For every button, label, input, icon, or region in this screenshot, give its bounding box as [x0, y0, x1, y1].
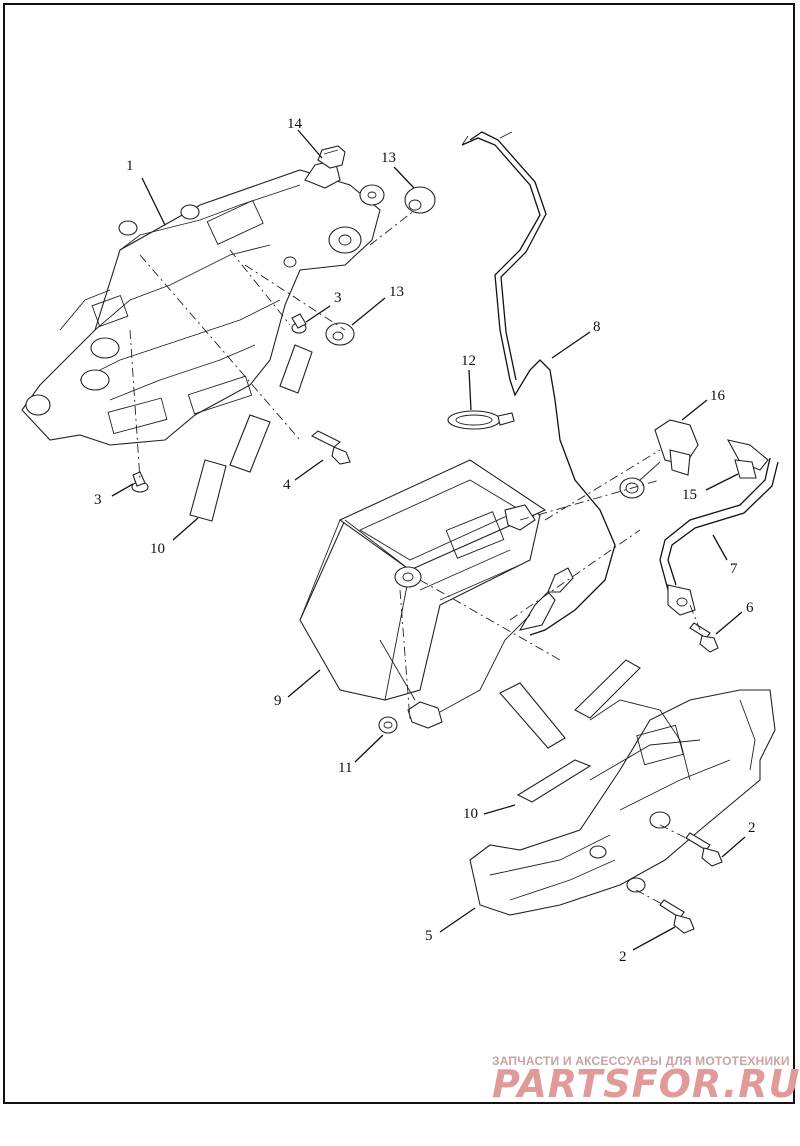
callout-6: 6 [746, 600, 754, 616]
callout-13-upper: 13 [381, 150, 396, 166]
battery [299, 459, 547, 701]
callout-labels: 1 14 13 3 13 3 10 4 12 8 16 15 7 6 9 11 … [94, 116, 756, 965]
pad-10-upper [189, 344, 313, 522]
bolt-4 [311, 430, 351, 465]
callout-9: 9 [274, 693, 282, 709]
callout-7: 7 [730, 561, 738, 577]
callout-12: 12 [461, 353, 476, 369]
bolt-2-upper [685, 832, 723, 867]
bolt-2-lower [659, 899, 695, 934]
callout-2-upper: 2 [748, 820, 756, 836]
lower-bracket [469, 689, 776, 916]
callout-14: 14 [287, 116, 303, 132]
screw-6 [689, 622, 719, 653]
nut-11 [378, 614, 531, 734]
watermark-logo: PARTSFOR.RU [492, 1062, 800, 1106]
clip-15 [734, 459, 757, 479]
watermark-caption: ЗАПЧАСТИ И АКСЕССУАРЫ ДЛЯ МОТОТЕХНИКИ [492, 1054, 790, 1068]
callout-2-lower: 2 [619, 949, 627, 965]
callout-8: 8 [593, 319, 601, 335]
callout-10-upper: 10 [150, 541, 165, 557]
diagram-frame [3, 3, 795, 1104]
callout-10-lower: 10 [463, 806, 478, 822]
callout-5: 5 [425, 928, 433, 944]
screw-3-lower [131, 471, 149, 493]
leader-lines [111, 129, 746, 951]
battery-tray [21, 159, 385, 446]
screw-3-upper [291, 313, 307, 334]
strap-12 [447, 410, 515, 430]
pad-10-lower [499, 659, 641, 803]
cable-7 [659, 439, 779, 616]
grommet-13-upper [404, 186, 436, 214]
callout-3-upper: 3 [334, 290, 342, 306]
grommet-13-lower [325, 322, 355, 346]
callout-1: 1 [126, 158, 134, 174]
callout-16: 16 [710, 388, 726, 404]
clip-14 [317, 145, 346, 169]
callout-15: 15 [682, 487, 697, 503]
callout-13-lower: 13 [389, 284, 404, 300]
callout-3-lower: 3 [94, 492, 102, 508]
cable-8 [461, 131, 616, 636]
callout-11: 11 [338, 760, 352, 776]
callout-4: 4 [283, 477, 291, 493]
